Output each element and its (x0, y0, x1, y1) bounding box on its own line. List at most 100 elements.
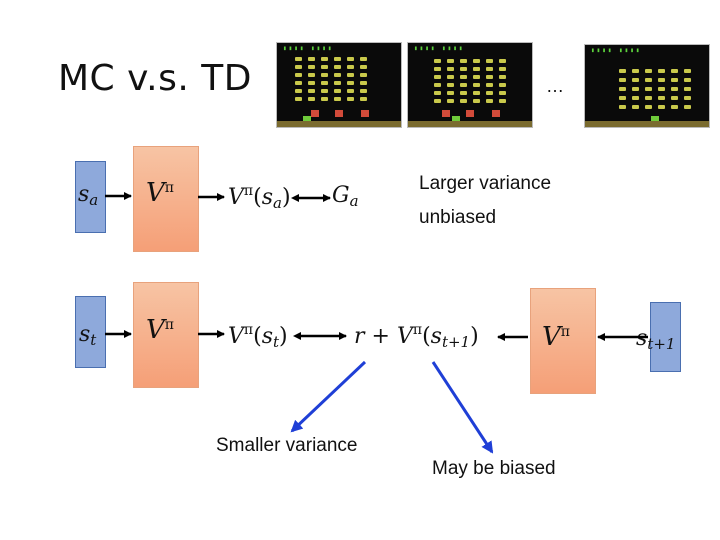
invader-icon (473, 83, 480, 87)
invader-icon (473, 75, 480, 79)
invader-icon (671, 87, 678, 91)
invader-icon (334, 65, 341, 69)
mc-note-bias: unbiased (419, 207, 497, 228)
invader-icon (684, 105, 691, 109)
invader-icon (632, 69, 639, 73)
invader-icon (658, 78, 665, 82)
invader-icon (334, 81, 341, 85)
invader-icon (447, 67, 454, 71)
td-value-function-label: Vπ (146, 315, 174, 345)
invader-icon (308, 89, 315, 93)
invader-icon (447, 75, 454, 79)
game-frame-2: ▮▮▮▮ ▮▮▮▮ (407, 42, 533, 128)
invader-icon (473, 67, 480, 71)
invader-icon (460, 67, 467, 71)
invader-icon (684, 96, 691, 100)
invader-icon (671, 105, 678, 109)
mc-state-label: sa (78, 182, 99, 209)
invader-icon (499, 75, 506, 79)
invader-icon (347, 57, 354, 61)
invader-icon (671, 78, 678, 82)
invader-icon (473, 59, 480, 63)
invader-icon (619, 87, 626, 91)
invader-icon (308, 81, 315, 85)
game-hud-icon: ▮▮▮▮ ▮▮▮▮ (591, 47, 642, 54)
invader-icon (460, 91, 467, 95)
invader-icon (434, 67, 441, 71)
game-hud-icon: ▮▮▮▮ ▮▮▮▮ (283, 45, 334, 52)
invader-icon (308, 57, 315, 61)
td-value-function-label-right: Vπ (542, 322, 570, 352)
invader-icon (447, 59, 454, 63)
invader-icon (434, 99, 441, 103)
invader-icon (295, 57, 302, 61)
invader-icon (334, 57, 341, 61)
invader-icon (295, 73, 302, 77)
invader-icon (360, 81, 367, 85)
invader-icon (658, 87, 665, 91)
invader-icon (360, 89, 367, 93)
mc-note-variance: Larger variance (419, 173, 552, 194)
invader-icon (308, 65, 315, 69)
invader-icon (645, 78, 652, 82)
invader-icon (645, 96, 652, 100)
td-value-output: Vπ(st) (228, 322, 288, 351)
invader-icon (347, 65, 354, 69)
td-state-label: st (79, 322, 97, 349)
ellipsis: … (546, 76, 564, 96)
invader-icon (360, 97, 367, 101)
blue-arrow-to-smaller-variance (290, 360, 367, 433)
invader-icon (295, 65, 302, 69)
invader-icon (460, 83, 467, 87)
invader-icon (434, 91, 441, 95)
invader-icon (347, 73, 354, 77)
game-frame-1: ▮▮▮▮ ▮▮▮▮ (276, 42, 402, 128)
invader-icon (460, 75, 467, 79)
invader-icon (321, 81, 328, 85)
td-value-function-box (133, 282, 199, 388)
invader-icon (632, 96, 639, 100)
invader-icon (499, 67, 506, 71)
invader-icon (460, 99, 467, 103)
invader-icon (619, 96, 626, 100)
invader-icon (434, 59, 441, 63)
invader-icon (447, 91, 454, 95)
invader-icon (671, 69, 678, 73)
invader-icon (347, 89, 354, 93)
invader-icon (619, 78, 626, 82)
invader-icon (632, 78, 639, 82)
invader-icon (360, 57, 367, 61)
invader-icon (486, 67, 493, 71)
invader-icon (632, 105, 639, 109)
invader-icon (645, 105, 652, 109)
game-hud-icon: ▮▮▮▮ ▮▮▮▮ (414, 45, 465, 52)
invader-icon (460, 59, 467, 63)
invader-icon (658, 96, 665, 100)
invader-icon (334, 97, 341, 101)
invader-icon (645, 69, 652, 73)
invader-icon (360, 65, 367, 69)
td-next-state-box (650, 302, 681, 372)
blue-arrow-to-may-be-biased (431, 361, 494, 454)
invader-icon (619, 69, 626, 73)
invader-icon (321, 73, 328, 77)
invader-icon (321, 97, 328, 101)
invader-icon (645, 87, 652, 91)
td-note-variance: Smaller variance (216, 435, 358, 456)
invader-icon (632, 87, 639, 91)
invader-icon (434, 83, 441, 87)
td-target: r + Vπ(st+1) (354, 322, 479, 351)
invader-icon (347, 97, 354, 101)
td-next-state-label: st+1 (636, 326, 676, 353)
invader-icon (334, 73, 341, 77)
invader-icon (684, 78, 691, 82)
invader-icon (684, 87, 691, 91)
invader-icon (499, 91, 506, 95)
invader-icon (658, 105, 665, 109)
invader-icon (684, 69, 691, 73)
invader-icon (486, 75, 493, 79)
invader-icon (447, 83, 454, 87)
invader-icon (334, 89, 341, 93)
invader-icon (486, 91, 493, 95)
